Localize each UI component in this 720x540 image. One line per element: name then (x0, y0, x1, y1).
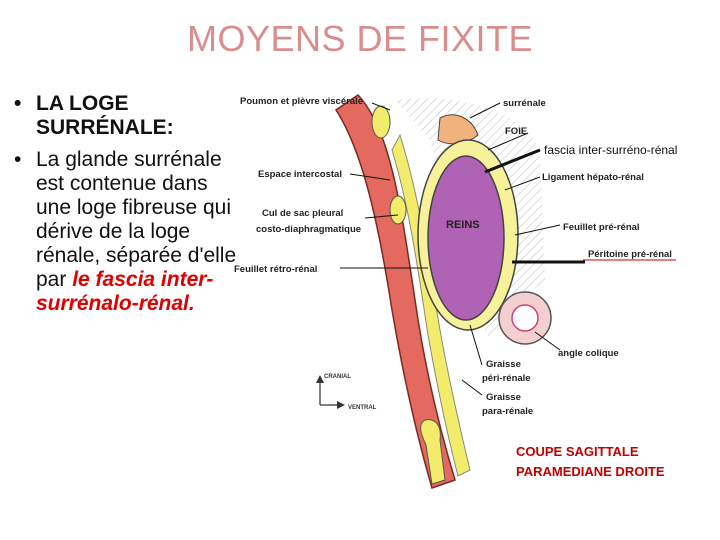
label-cul-de-sac-1: Cul de sac pleural (262, 208, 343, 219)
fascia-emphasis: le fascia inter-surrénalo-rénal. (36, 268, 214, 315)
label-graisse-peri-2: péri-rénale (482, 373, 531, 384)
label-reins: REINS (446, 219, 480, 231)
bullet-list: LA LOGE SURRÉNALE: La glande surrénale e… (10, 92, 238, 316)
label-poumon: Poumon et plèvre viscérale (240, 96, 363, 107)
label-angle: angle colique (558, 348, 619, 359)
label-cranial: CRANIAL (324, 374, 351, 380)
caption-line-2: PARAMEDIANE DROITE (516, 464, 665, 479)
label-graisse-peri-1: Graisse (486, 359, 521, 370)
description-text: La glande surrénale est contenue dans un… (36, 148, 237, 291)
label-feuillet-pre: Feuillet pré-rénal (563, 222, 640, 233)
colic-angle-lumen (511, 304, 539, 332)
bone-bottom (420, 419, 446, 485)
orientation-indicator: CRANIAL VENTRAL (316, 374, 377, 411)
label-fascia: fascia inter-surréno-rénal (544, 143, 677, 157)
rib-lower (389, 195, 407, 225)
label-feuillet-retro: Feuillet rétro-rénal (234, 264, 317, 275)
label-graisse-para-2: para-rénale (482, 406, 533, 417)
fascia-pointer (484, 148, 541, 174)
label-peritoine: Péritoine pré-rénal (588, 249, 672, 260)
label-espace: Espace intercostal (258, 169, 342, 180)
slide-title: MOYENS DE FIXITE (186, 18, 534, 59)
label-ligament: Ligament hépato-rénal (542, 172, 644, 183)
rib-upper (371, 105, 391, 139)
caption-line-1: COUPE SAGITTALE (516, 444, 639, 459)
adrenal-gland (437, 114, 479, 145)
label-ventral: VENTRAL (348, 405, 377, 411)
label-surrenale: surrénale (503, 98, 546, 109)
label-foie: FOIE (505, 126, 527, 137)
label-graisse-para-1: Graisse (486, 392, 521, 403)
kidney (427, 155, 505, 321)
bullet-description: La glande surrénale est contenue dans un… (10, 148, 238, 316)
bullet-loge-surrenale: LA LOGE SURRÉNALE: (10, 92, 238, 140)
label-cul-de-sac-2: costo-diaphragmatique (256, 224, 361, 235)
